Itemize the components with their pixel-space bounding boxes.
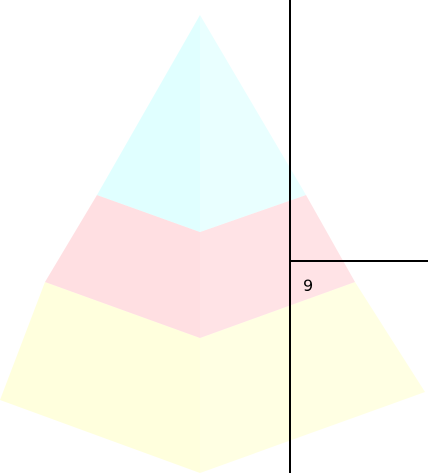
number-label: 9: [303, 276, 313, 295]
